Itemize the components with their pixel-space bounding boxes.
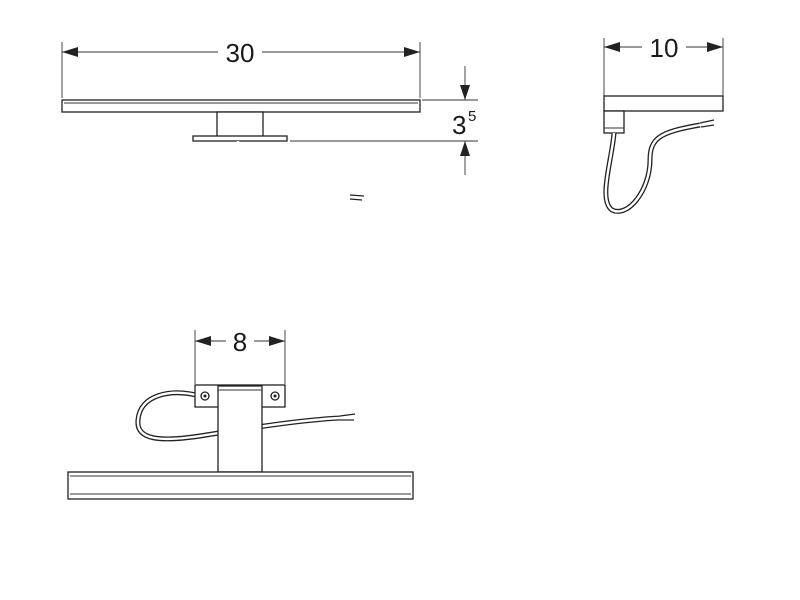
lamp-bar-top <box>67 471 414 500</box>
dimension-height-label: 3 <box>452 110 466 140</box>
cable-front-outer <box>136 140 351 198</box>
arrow-side-right <box>707 42 723 52</box>
cable-side-inner <box>604 123 701 213</box>
screw-right-center <box>273 394 277 398</box>
dimension-depth-label: 10 <box>650 33 679 63</box>
arrow-left <box>62 47 78 57</box>
arrow-mount-right <box>269 336 285 346</box>
cable-top-wire-1 <box>339 413 356 417</box>
screw-left-center <box>203 394 207 398</box>
arrow-side-left <box>604 42 620 52</box>
top-view: 8 <box>67 327 414 500</box>
arrow-up <box>460 141 470 156</box>
arrow-mount-left <box>195 336 211 346</box>
cable-side-wire-1 <box>699 119 715 124</box>
cable-wire-1 <box>349 194 365 197</box>
cable-side-outer <box>603 122 701 214</box>
cable-side-wire-2 <box>700 124 715 128</box>
mount-front <box>216 111 264 139</box>
arm-top <box>217 385 263 473</box>
side-view: 10 <box>603 33 724 214</box>
dimension-height-superscript: 5 <box>468 108 476 125</box>
cable-top-inner <box>136 391 341 441</box>
mount-side <box>603 110 625 134</box>
lamp-head-side <box>603 95 724 112</box>
cable-wire-2 <box>349 198 363 201</box>
dimension-length-label: 30 <box>226 38 255 68</box>
front-view: 30 3 5 <box>61 38 478 201</box>
dimension-mount-width-label: 8 <box>233 327 247 357</box>
cable-front-inner <box>135 140 351 199</box>
arrow-right <box>404 47 420 57</box>
mount-plate-front <box>192 135 288 142</box>
lamp-bar-front <box>61 99 421 113</box>
arrow-down <box>460 85 470 100</box>
